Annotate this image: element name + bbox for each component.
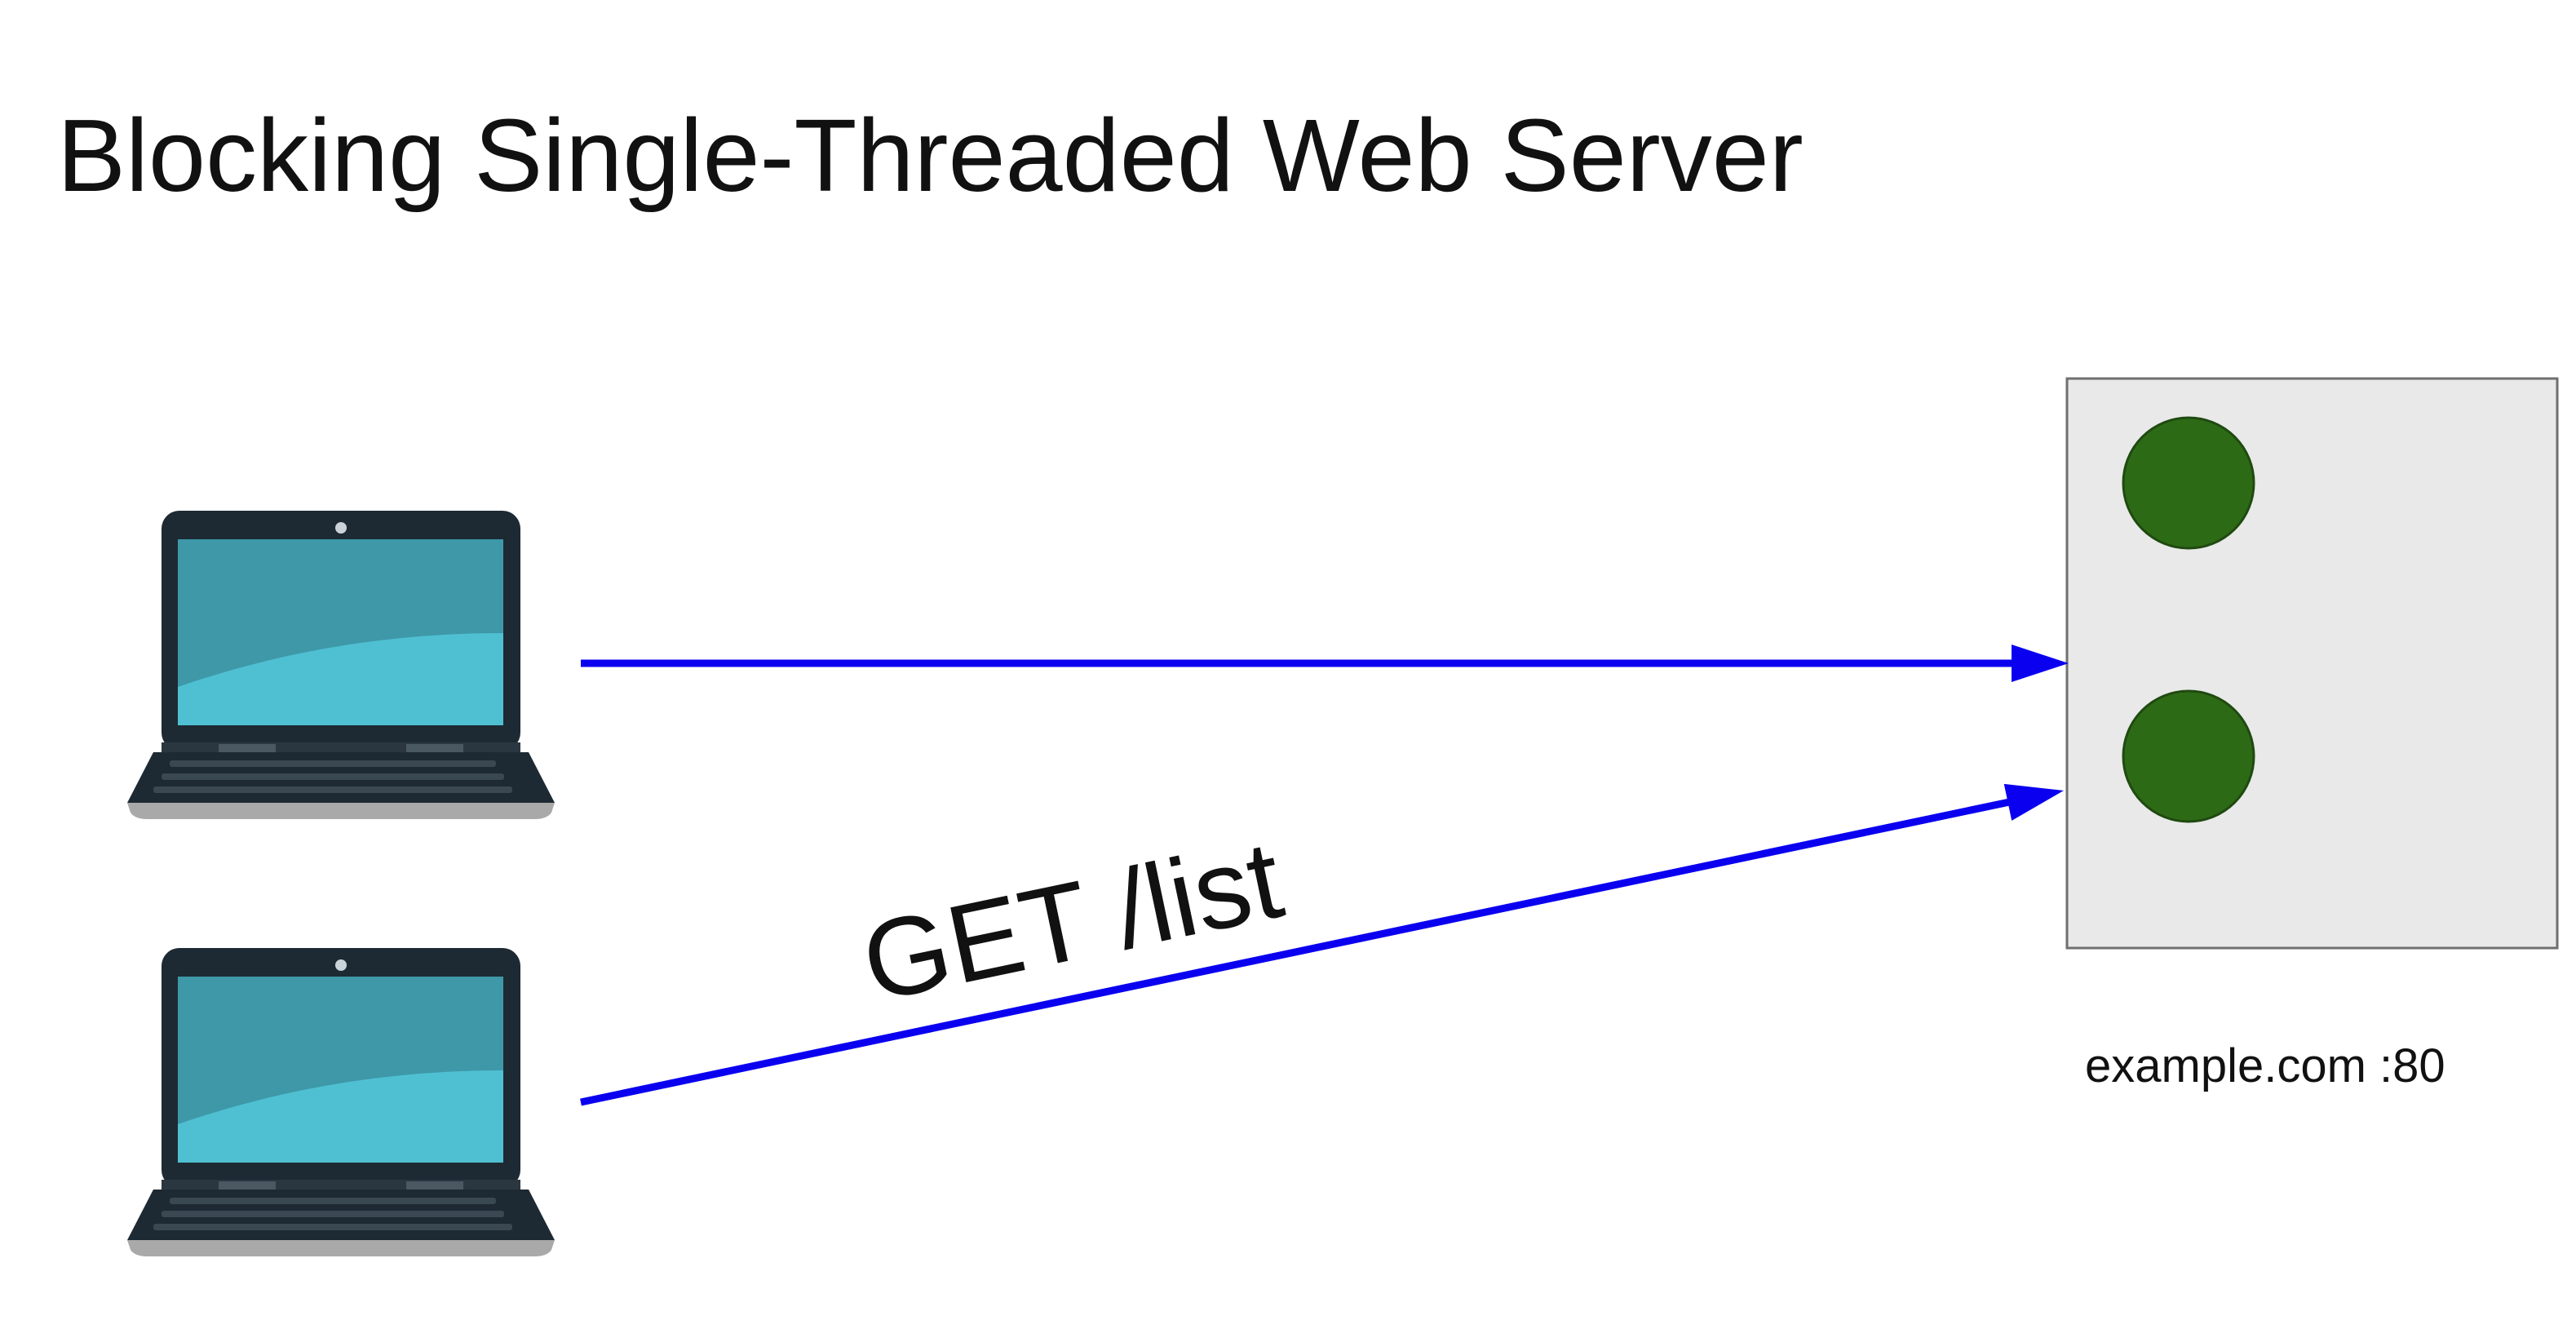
request-arrow-1 [581, 645, 2069, 682]
client-laptop-1 [127, 511, 555, 819]
request-label: GET /list [852, 817, 1292, 1025]
laptop-icon [127, 948, 555, 1256]
server-label: example.com :80 [2085, 1039, 2445, 1092]
slide-title: Blocking Single-Threaded Web Server [57, 98, 1804, 213]
request-arrow-2 [580, 783, 2064, 1106]
thread-dot-2 [2122, 689, 2255, 823]
laptop-icon [127, 511, 555, 819]
thread-dot-1 [2122, 416, 2255, 550]
client-laptop-2 [127, 948, 555, 1256]
